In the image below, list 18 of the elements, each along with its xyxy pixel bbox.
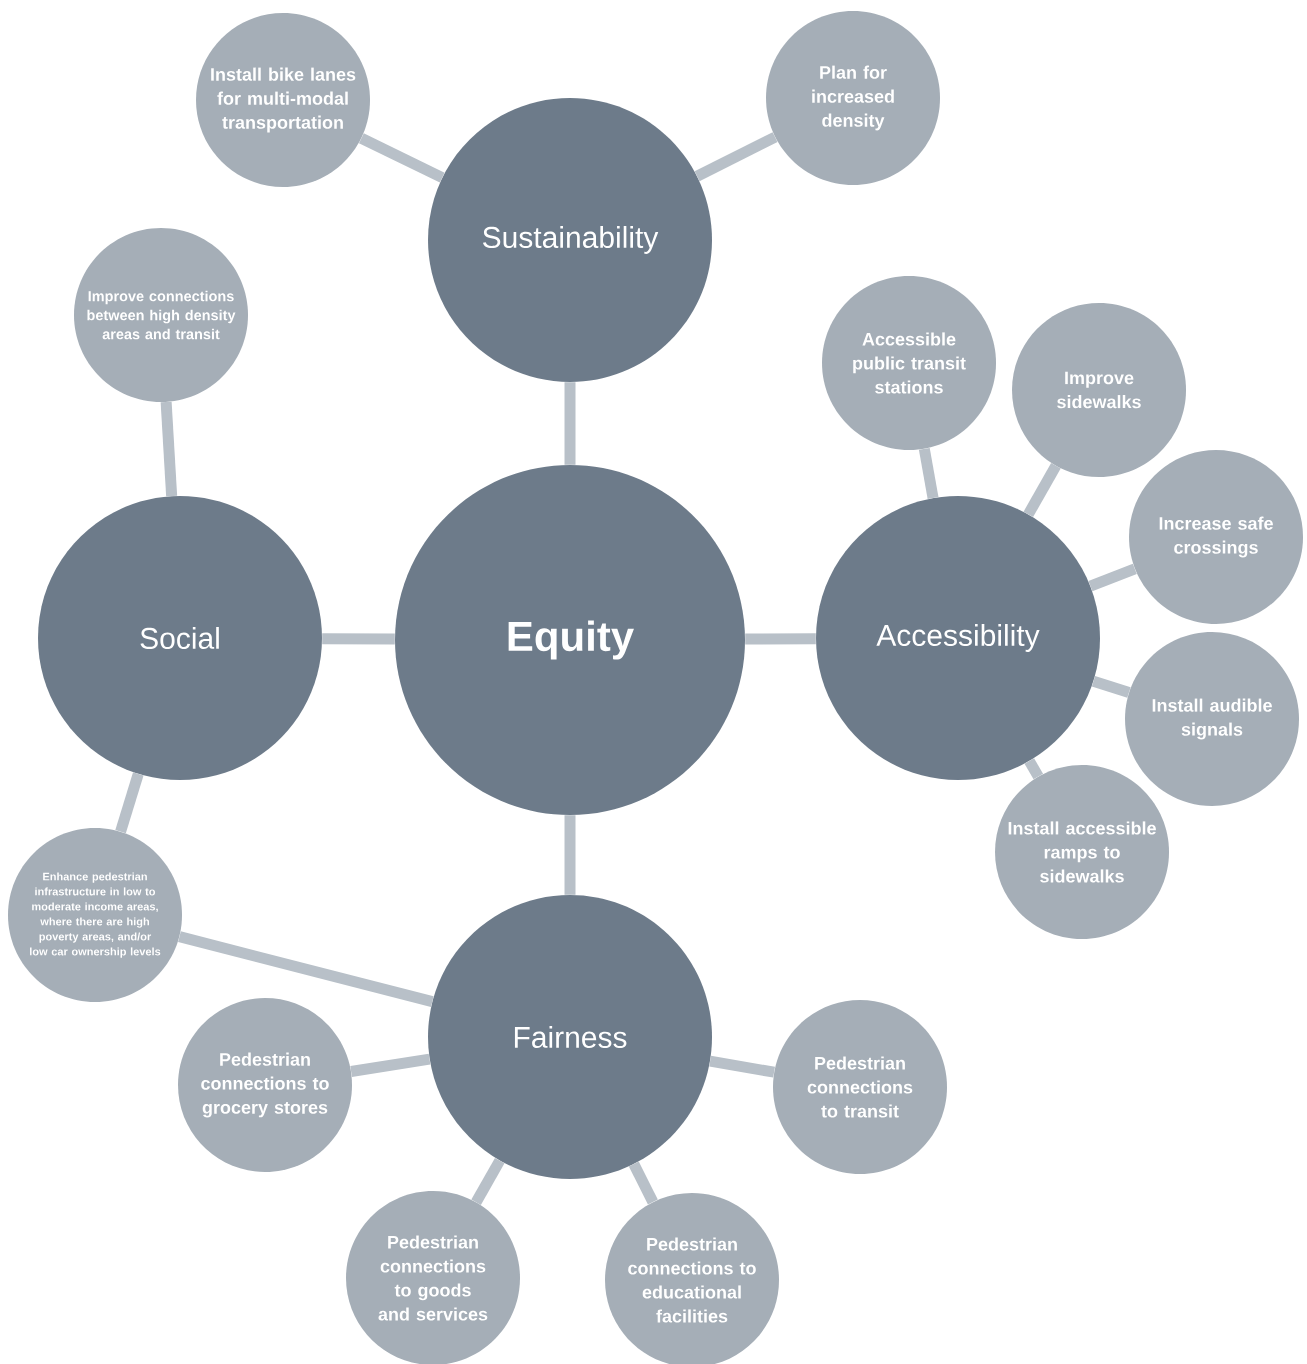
connector-line bbox=[1091, 675, 1131, 698]
connector-line bbox=[178, 931, 434, 1007]
connector-line bbox=[322, 633, 395, 645]
connector-line bbox=[709, 1055, 775, 1078]
connector-line bbox=[471, 1157, 505, 1205]
connector-line bbox=[564, 382, 576, 465]
connector-line bbox=[1023, 463, 1061, 518]
connector-line bbox=[115, 772, 144, 834]
connector-line bbox=[350, 1053, 431, 1077]
connector-line bbox=[564, 815, 576, 895]
connector-line bbox=[918, 447, 939, 499]
connector-line bbox=[694, 132, 778, 182]
connector-line bbox=[628, 1161, 658, 1205]
connector-line bbox=[1024, 758, 1044, 780]
connector-line bbox=[1088, 563, 1137, 592]
connector-line bbox=[745, 633, 816, 645]
connector-line bbox=[358, 133, 445, 183]
connector-line bbox=[160, 401, 178, 497]
